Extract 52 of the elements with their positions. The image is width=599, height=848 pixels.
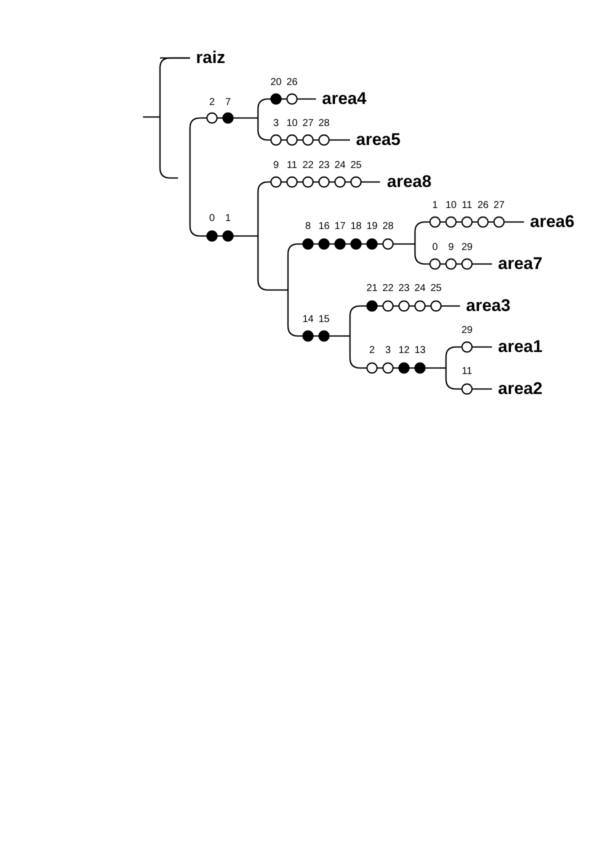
character-number: 9 (273, 160, 279, 172)
character-number: 2 (369, 345, 375, 357)
taxon-label: area8 (387, 172, 432, 192)
character-number: 14 (302, 314, 314, 326)
character-number: 26 (286, 77, 298, 89)
character-number: 29 (461, 242, 473, 254)
character-number: 17 (334, 221, 346, 233)
character-number: 27 (493, 200, 505, 212)
character-number: 8 (305, 221, 311, 233)
character-number: 23 (398, 283, 410, 295)
character-number: 19 (366, 221, 378, 233)
character-number: 25 (430, 283, 442, 295)
character-number: 15 (318, 314, 330, 326)
character-number: 25 (350, 160, 362, 172)
character-number: 0 (209, 213, 215, 225)
taxon-label: area3 (466, 296, 510, 316)
character-number: 24 (414, 283, 426, 295)
character-number: 2 (209, 97, 215, 109)
taxon-label: area5 (356, 130, 400, 150)
character-number: 10 (445, 200, 457, 212)
character-number: 28 (382, 221, 394, 233)
character-number: 27 (302, 118, 314, 130)
character-number: 28 (318, 118, 330, 130)
character-number: 22 (382, 283, 394, 295)
character-number: 3 (273, 118, 279, 130)
character-number: 9 (448, 242, 454, 254)
taxon-label: area2 (498, 379, 542, 399)
character-number: 24 (334, 160, 346, 172)
character-number: 11 (462, 366, 472, 378)
character-number: 12 (398, 345, 410, 357)
character-number: 11 (286, 160, 298, 172)
character-number: 16 (318, 221, 330, 233)
taxon-label: area4 (322, 89, 366, 109)
character-number: 29 (461, 325, 473, 337)
character-number: 23 (318, 160, 330, 172)
character-number: 7 (225, 97, 231, 109)
character-number: 3 (385, 345, 391, 357)
character-number: 13 (414, 345, 426, 357)
character-number: 11 (462, 200, 472, 212)
taxon-label: raiz (196, 48, 226, 68)
character-number: 10 (286, 118, 298, 130)
character-number: 21 (366, 283, 378, 295)
taxon-label: area6 (530, 212, 574, 232)
taxon-label: area7 (498, 254, 542, 274)
character-number: 1 (432, 200, 438, 212)
character-number: 1 (225, 213, 231, 225)
character-number: 22 (302, 160, 314, 172)
character-number: 0 (432, 242, 438, 254)
taxon-label: area1 (498, 337, 542, 357)
character-number: 26 (477, 200, 489, 212)
character-number: 20 (270, 77, 282, 89)
character-number: 18 (350, 221, 362, 233)
